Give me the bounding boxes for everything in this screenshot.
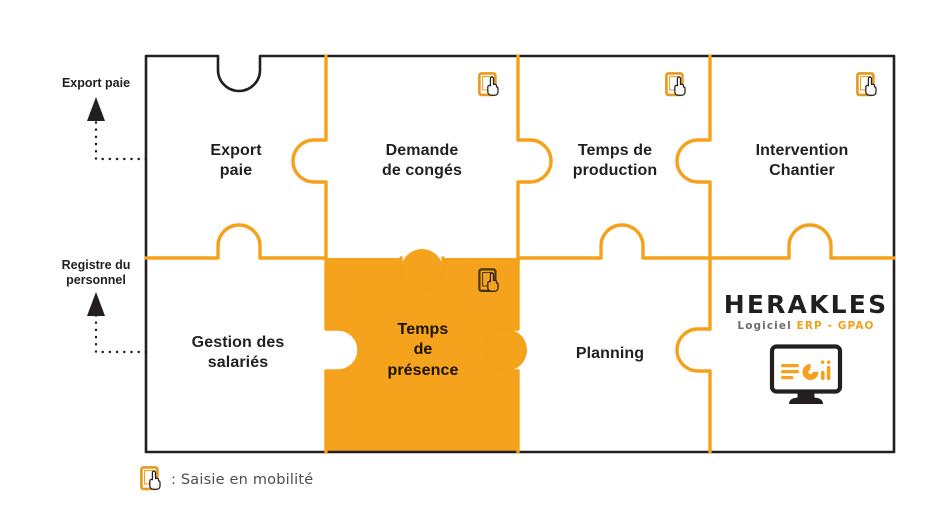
logo-tagline-accent: ERP - GPAO bbox=[796, 320, 875, 332]
mobile-input-icon bbox=[140, 466, 161, 491]
puzzle-seams bbox=[144, 54, 896, 454]
arrow-registre-personnel bbox=[87, 292, 148, 354]
mobile-input-icon-temps-de-production bbox=[665, 72, 689, 99]
legend: : Saisie en mobilité bbox=[140, 466, 313, 493]
logo-tagline-prefix: Logiciel bbox=[737, 320, 797, 332]
legend-label: : Saisie en mobilité bbox=[171, 471, 314, 488]
mobile-input-icon bbox=[478, 72, 499, 97]
side-note-registre-personnel: Registre du personnel bbox=[61, 258, 131, 288]
legend-mobile-input-icon bbox=[140, 466, 164, 493]
arrow-export-paie bbox=[87, 97, 148, 161]
mobile-input-icon-temps-de-presence bbox=[478, 268, 502, 295]
logo-tagline: Logiciel ERP - GPAO bbox=[722, 321, 890, 332]
herakles-logo: HERAKLES Logiciel ERP - GPAO bbox=[722, 292, 890, 406]
center-piece-stems bbox=[326, 249, 527, 452]
mobile-input-icon bbox=[665, 72, 686, 97]
mobile-input-icon-demande-de-conges bbox=[478, 72, 502, 99]
mobile-input-icon bbox=[478, 268, 499, 292]
logo-wordmark: HERAKLES bbox=[723, 290, 889, 319]
side-note-export-paie: Export paie bbox=[61, 76, 131, 90]
outer-frame bbox=[144, 54, 896, 454]
desktop-monitor-icon bbox=[722, 343, 890, 406]
blank-right-center bbox=[516, 329, 558, 371]
mobile-input-icon-intervention-chantier bbox=[856, 72, 880, 99]
mobile-input-icon bbox=[856, 72, 877, 97]
